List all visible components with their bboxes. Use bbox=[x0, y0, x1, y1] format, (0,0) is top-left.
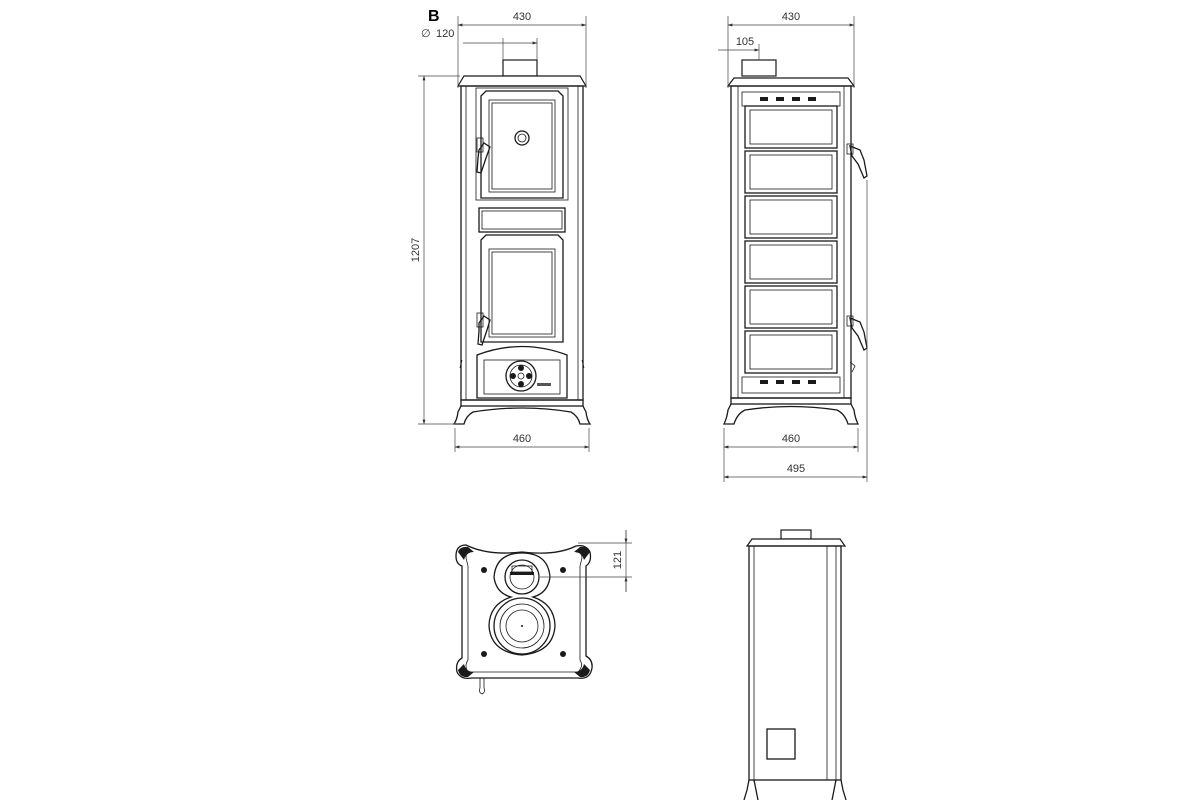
cooktop-outline bbox=[488, 552, 556, 656]
front-base-width-label: 460 bbox=[513, 433, 531, 445]
side-feet bbox=[722, 403, 860, 425]
ash-drawer bbox=[476, 345, 568, 399]
side-lower-handle bbox=[846, 315, 868, 351]
front-flue-pipe bbox=[502, 59, 538, 77]
top-flue-offset-label: 121 bbox=[612, 551, 624, 569]
lower-door-handle bbox=[476, 312, 491, 346]
side-total-depth-label: 495 bbox=[787, 463, 805, 475]
side-base-width-label: 460 bbox=[782, 433, 800, 445]
rear-body bbox=[748, 545, 842, 781]
diameter-symbol: ∅ bbox=[421, 28, 431, 40]
flue-collar bbox=[504, 559, 540, 595]
middle-drawer bbox=[478, 207, 566, 233]
cooking-plate bbox=[493, 597, 551, 655]
upper-door bbox=[480, 90, 564, 199]
rear-view bbox=[743, 529, 847, 800]
view-label-b: B bbox=[428, 8, 440, 25]
side-flue-pipe bbox=[741, 59, 777, 77]
side-tiles bbox=[744, 105, 838, 374]
front-top-plate bbox=[456, 75, 588, 87]
top-view: 121 bbox=[455, 530, 632, 695]
top-plate-outline bbox=[455, 544, 593, 680]
air-regulator-knob bbox=[505, 360, 537, 392]
front-width-label: 430 bbox=[513, 11, 531, 23]
side-width-label: 430 bbox=[782, 11, 800, 23]
upper-door-handle bbox=[476, 137, 491, 174]
lower-door bbox=[480, 234, 564, 343]
front-feet bbox=[452, 405, 592, 425]
rear-top-plate bbox=[745, 538, 847, 547]
front-view: B 430 ∅ 120 1207 460 bbox=[410, 8, 592, 452]
rear-access-panel bbox=[766, 728, 796, 760]
front-body bbox=[460, 85, 584, 401]
rear-flue-pipe bbox=[780, 529, 812, 540]
side-body bbox=[730, 85, 852, 399]
flue-diameter-label: 120 bbox=[436, 28, 454, 40]
front-base-band bbox=[460, 399, 584, 407]
flue-offset-label: 105 bbox=[736, 36, 754, 48]
height-label: 1207 bbox=[410, 238, 422, 262]
thermometer-icon bbox=[514, 130, 530, 146]
side-top-plate bbox=[726, 77, 856, 87]
side-upper-handle bbox=[846, 143, 868, 179]
side-view: 430 105 460 495 bbox=[718, 11, 868, 482]
